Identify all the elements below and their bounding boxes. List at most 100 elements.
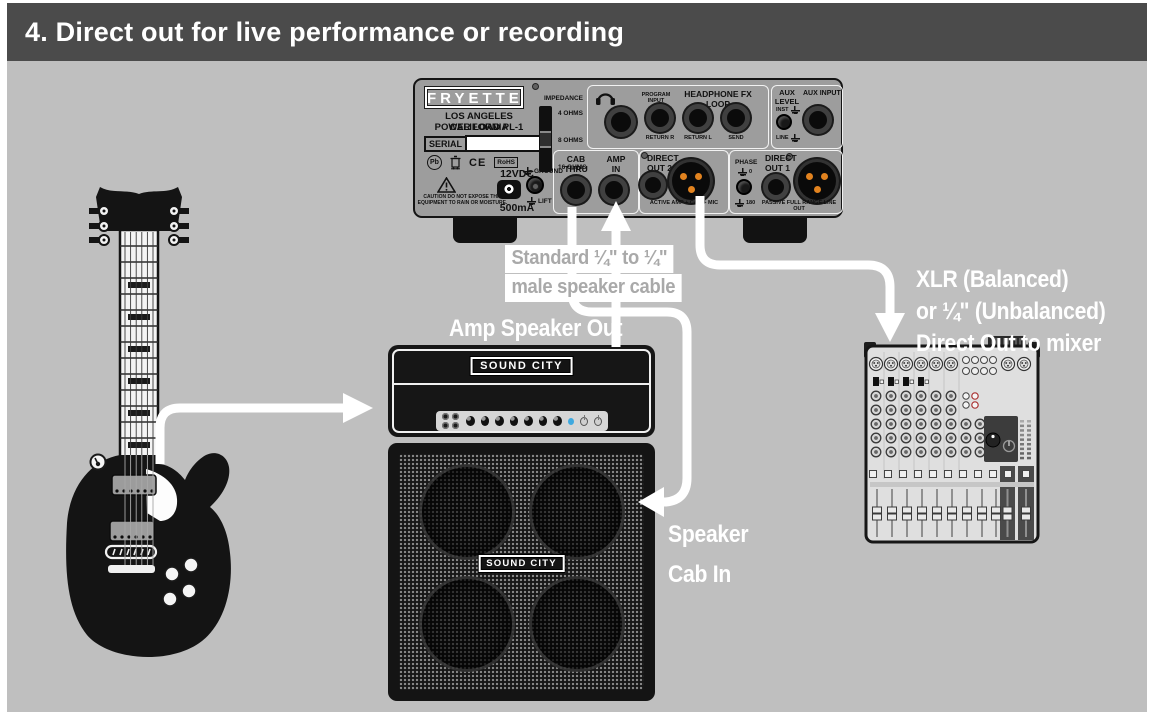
frets	[120, 245, 158, 439]
channel-separators	[883, 352, 960, 479]
amp-head-badge: SOUND CITY	[470, 357, 573, 375]
panel-screw	[532, 183, 539, 190]
ground-icon	[523, 167, 532, 175]
headphone-fx-loop-section: PROGRAM INPUT HEADPHONE FX LOOP RETURN R…	[587, 85, 769, 149]
amp-control-panel	[436, 411, 608, 431]
tailpiece	[108, 565, 155, 573]
aux-input-jack	[804, 106, 832, 134]
serial-row: SERIAL	[424, 135, 542, 152]
tuners	[89, 205, 189, 246]
power-load-rear-panel: FRYETTE LOS ANGELES CALIFORNIA POWER LOA…	[413, 78, 843, 218]
aux-section: AUX LEVEL AUX INPUT INST LINE	[771, 85, 843, 149]
title-bar: 4. Direct out for live performance or re…	[7, 3, 1147, 61]
cab-thru-amp-in-section: CAB THRU AMP IN	[553, 150, 639, 214]
fryette-logo: FRYETTE	[425, 87, 523, 108]
amp-toggle-switch	[594, 414, 603, 426]
aux-input-label: AUX INPUT	[803, 90, 841, 97]
pickup-selector-switch	[89, 453, 107, 471]
program-input-label: PROGRAM INPUT	[641, 92, 671, 105]
panel-city-line: LOS ANGELES CALIFORNIA	[445, 111, 513, 133]
ground-icon	[527, 197, 536, 205]
direct-out-1-xlr	[795, 159, 839, 203]
direct-out-1-caption: PASSIVE FULL RANGE LINE OUT	[761, 200, 837, 213]
panel-screw	[532, 83, 539, 90]
amp-knob	[553, 416, 563, 426]
speaker-cable-label-line1: Standard ¼" to ¼"	[505, 245, 674, 273]
direct-out-1-label: DIRECT OUT 1	[765, 153, 797, 173]
serial-label: SERIAL	[424, 135, 468, 152]
aux-level-label: AUX LEVEL	[774, 88, 800, 106]
rohs-badge: RoHS	[494, 157, 518, 168]
weee-bin-icon	[450, 155, 461, 170]
panel-foot-right	[743, 216, 807, 243]
phase-0-row: 0	[738, 168, 752, 176]
speaker-cable-label: Standard ¼" to ¼" male speaker cable	[505, 245, 682, 303]
send-label: SEND	[728, 135, 744, 141]
xlr-pin	[821, 173, 828, 180]
fx-return-l-jack	[684, 104, 712, 132]
fret-inlays	[128, 282, 150, 448]
speaker	[419, 464, 515, 560]
ground-icon	[738, 168, 747, 176]
speaker-cab-in-label: Speaker Cab In	[668, 515, 749, 595]
amp-knob	[495, 416, 504, 426]
gain-switches	[873, 377, 929, 386]
mixer-label-line3: Direct Out to mixer	[916, 330, 1102, 357]
serial-field	[465, 135, 542, 152]
pickups	[109, 474, 157, 542]
speaker-cabinet: SOUND CITY	[388, 443, 655, 701]
aux-inst-row: INST	[776, 106, 800, 114]
electric-guitar	[66, 187, 231, 658]
neck	[118, 228, 160, 460]
panel-screw	[786, 153, 793, 160]
certification-badges: Pb CE RoHS	[427, 155, 518, 170]
amp-toggle-switch	[580, 414, 589, 426]
cab-thru-label: CAB THRU	[564, 154, 588, 174]
speaker-cab-in-line2: Cab In	[668, 561, 731, 588]
direct-out-1-jack	[763, 174, 789, 200]
warning-triangle-icon	[437, 177, 456, 193]
phase-0-label: 0	[749, 169, 753, 175]
aux-level-knob	[776, 114, 792, 130]
current-label: 500mA	[499, 202, 535, 214]
lift-label: LIFT	[538, 197, 552, 205]
cabinet-grill	[399, 454, 644, 690]
xlr-pin	[680, 173, 687, 180]
panel-model-line: POWER LOAD PL-1	[434, 122, 524, 133]
lift-label-row: LIFT	[527, 197, 552, 205]
headstock	[96, 187, 182, 231]
direct-out-2-jack	[640, 172, 666, 198]
line-label: LINE	[776, 135, 789, 141]
phase-knob	[736, 179, 752, 195]
xlr-pin	[687, 186, 695, 193]
direct-out-2-section: DIRECT OUT 2 ACTIVE AMP + CAB + MIC	[639, 150, 729, 214]
amp-knob	[538, 416, 548, 426]
strings	[124, 232, 154, 565]
amp-knob	[524, 416, 533, 426]
power-connector	[988, 336, 1026, 347]
stereo-line-inputs	[962, 356, 997, 375]
caution-text: CAUTION DO NOT EXPOSE THIS EQUIPMENT TO …	[417, 194, 508, 206]
impedance-option-4: 4 OHMS	[558, 110, 583, 117]
xlr-pin	[695, 173, 702, 180]
inst-label: INST	[776, 107, 789, 113]
amp-knob	[509, 416, 519, 426]
xlr-pin	[813, 186, 821, 193]
impedance-option-16: 16 OHMS	[558, 164, 587, 171]
speaker	[529, 576, 625, 672]
control-knobs	[162, 557, 199, 607]
phase-180-label: 180	[746, 200, 756, 206]
ground-icon	[790, 106, 800, 114]
mixer-label-line1: XLR (Balanced)	[916, 266, 1069, 293]
ground-icon	[790, 134, 800, 142]
panel-foot-left	[453, 216, 517, 243]
mixing-console	[864, 336, 1040, 544]
amp-knob	[480, 416, 490, 426]
direct-out-to-mixer-label: XLR (Balanced) or ¼" (Unbalanced) Direct…	[916, 264, 1106, 360]
amp-head: SOUND CITY	[388, 345, 655, 437]
rca-jacks	[962, 392, 979, 409]
fader-rail	[870, 482, 1034, 487]
aux-line-row: LINE	[776, 134, 800, 142]
xlr-pin	[806, 173, 813, 180]
